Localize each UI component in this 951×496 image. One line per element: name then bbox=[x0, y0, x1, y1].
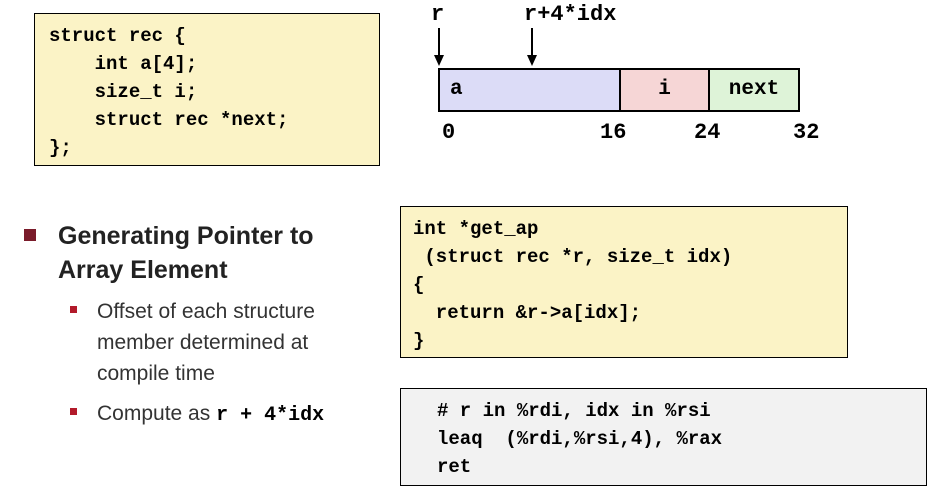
assembly-code-box: # r in %rdi, idx in %rsi leaq (%rdi,%rsi… bbox=[400, 388, 927, 486]
code-line: } bbox=[413, 330, 425, 352]
sub-bullet-compute-text: Compute as r + 4*idx bbox=[97, 398, 397, 431]
pointer-r4idx-label: r+4*idx bbox=[524, 2, 617, 27]
field-next-cell: next bbox=[708, 68, 800, 112]
memory-layout-diagram: r r+4*idx a i next 0 16 24 32 bbox=[0, 0, 951, 200]
code-line: int *get_ap bbox=[413, 218, 539, 240]
code-line: return &r->a[idx]; bbox=[413, 302, 642, 324]
code-line: struct rec { bbox=[49, 25, 186, 47]
pointer-arrows bbox=[434, 28, 537, 66]
arrow-r4idx-head bbox=[527, 55, 537, 66]
field-a-cell: a bbox=[438, 68, 619, 112]
sub-bullet-offset-text: Offset of each structure member determin… bbox=[97, 300, 315, 385]
code-line: { bbox=[413, 274, 425, 296]
code-line: leaq (%rdi,%rsi,4), %rax bbox=[437, 428, 723, 450]
arrow-r-head bbox=[434, 55, 444, 66]
offset-32-label: 32 bbox=[793, 120, 820, 145]
compute-expression: r + 4*idx bbox=[216, 404, 325, 427]
sub-bullet-square-icon bbox=[70, 408, 77, 415]
offset-16-label: 16 bbox=[600, 120, 627, 145]
code-line: # r in %rdi, idx in %rsi bbox=[437, 400, 711, 422]
compute-prefix: Compute as bbox=[97, 402, 211, 425]
bullet-heading: Generating Pointer to Array Element bbox=[58, 222, 314, 284]
sub-bullet-square-icon bbox=[70, 306, 77, 313]
code-line: ret bbox=[437, 456, 472, 478]
offset-0-label: 0 bbox=[442, 120, 456, 145]
code-line: size_t i; bbox=[49, 81, 198, 103]
bullet-square-icon bbox=[24, 229, 36, 241]
struct-definition-box: struct rec { int a[4]; size_t i; struct … bbox=[34, 13, 380, 166]
function-code-box: int *get_ap (struct rec *r, size_t idx) … bbox=[400, 206, 848, 358]
code-line: (struct rec *r, size_t idx) bbox=[413, 246, 733, 268]
code-line: }; bbox=[49, 137, 72, 159]
pointer-r-label: r bbox=[431, 2, 445, 27]
field-i-cell: i bbox=[619, 68, 708, 112]
offset-24-label: 24 bbox=[694, 120, 721, 145]
code-line: struct rec *next; bbox=[49, 109, 289, 131]
code-line: int a[4]; bbox=[49, 53, 198, 75]
